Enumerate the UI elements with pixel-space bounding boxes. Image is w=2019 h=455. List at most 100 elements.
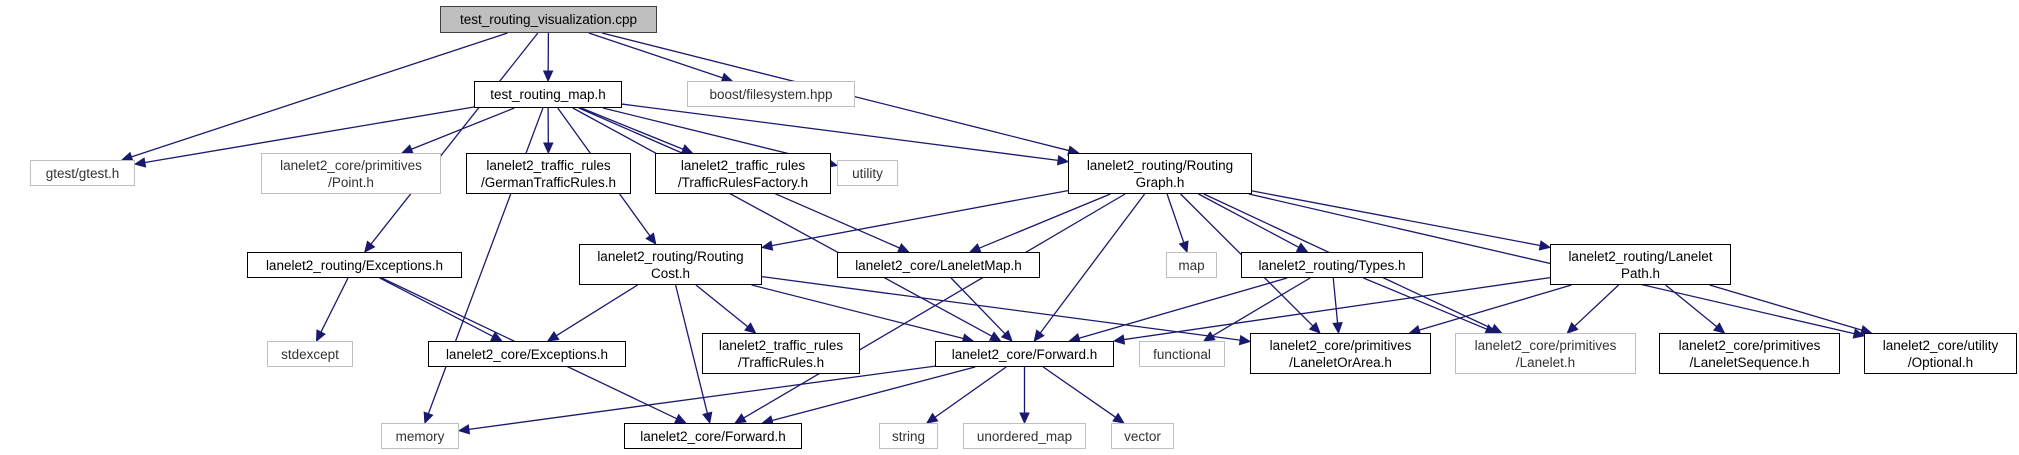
arrowhead-icon <box>423 411 434 425</box>
node-german[interactable]: lanelet2_traffic_rules /GermanTrafficRul… <box>466 153 631 194</box>
node-boost: boost/filesystem.hpp <box>687 81 855 107</box>
arrowhead-icon <box>490 331 503 342</box>
node-gtest: gtest/gtest.h <box>30 160 135 186</box>
edge-lmap-to-fwd <box>950 277 1006 335</box>
node-fwd2[interactable]: lanelet2_core/Forward.h <box>624 423 802 449</box>
edge-lpath-to-lseq <box>1665 284 1718 328</box>
arrowhead-icon <box>1112 334 1126 345</box>
edge-fwd-to-memory <box>468 365 936 431</box>
node-lanelet: lanelet2_core/primitives /Lanelet.h <box>1455 333 1636 374</box>
edge-trm-to-fwd <box>572 107 993 337</box>
node-lmap[interactable]: lanelet2_core/LaneletMap.h <box>837 252 1040 278</box>
node-rg[interactable]: lanelet2_routing/Routing Graph.h <box>1068 153 1252 194</box>
edge-trm-to-gtest <box>144 106 475 164</box>
node-rexc[interactable]: lanelet2_routing/Exceptions.h <box>247 252 462 278</box>
node-types[interactable]: lanelet2_routing/Types.h <box>1241 252 1423 278</box>
node-string: string <box>879 423 938 449</box>
edge-types-to-functional <box>1212 277 1311 337</box>
arrowhead-icon <box>645 232 657 245</box>
edge-rg-to-types <box>1198 193 1300 248</box>
arrowhead-icon <box>315 329 326 343</box>
edge-rg-to-lpath <box>1251 190 1541 247</box>
edge-rcost-to-fwd <box>751 284 964 340</box>
node-stdexcept: stdexcept <box>267 341 353 367</box>
arrowhead-icon <box>1566 321 1579 334</box>
edge-lpath-to-optional <box>1709 284 1862 331</box>
node-optional[interactable]: lanelet2_core/utility /Optional.h <box>1864 333 2017 374</box>
edge-rg-to-map <box>1166 193 1185 243</box>
node-point: lanelet2_core/primitives /Point.h <box>261 153 441 194</box>
node-map: map <box>1166 252 1217 278</box>
arrowhead-icon <box>988 331 1002 342</box>
node-loa[interactable]: lanelet2_core/primitives /LaneletOrArea.… <box>1250 333 1431 374</box>
arrowhead-icon <box>1178 240 1189 254</box>
arrowhead-icon <box>1712 322 1726 334</box>
arrowhead-icon <box>1538 240 1552 251</box>
arrowhead-icon <box>1295 242 1309 253</box>
node-cexc[interactable]: lanelet2_core/Exceptions.h <box>428 341 626 367</box>
arrowhead-icon <box>546 330 560 342</box>
arrowhead-icon <box>133 157 147 168</box>
arrowhead-icon <box>760 240 774 251</box>
node-lseq[interactable]: lanelet2_core/primitives /LaneletSequenc… <box>1659 333 1840 374</box>
arrowhead-icon <box>925 412 939 424</box>
node-vector: vector <box>1111 423 1174 449</box>
node-rcost[interactable]: lanelet2_routing/Routing Cost.h <box>579 244 762 285</box>
edge-fwd-to-string <box>934 366 1007 418</box>
edge-fwd-to-fwd2 <box>771 366 976 422</box>
node-utility: utility <box>837 160 898 186</box>
edge-rexc-to-stdexcept <box>320 277 349 333</box>
arrowhead-icon <box>1852 328 1866 339</box>
arrowhead-icon <box>1202 331 1216 342</box>
edge-types-to-loa <box>1332 277 1339 324</box>
edge-trm-to-point <box>411 107 515 150</box>
arrowhead-icon <box>1308 321 1321 334</box>
arrowhead-icon <box>744 322 757 334</box>
node-trules[interactable]: lanelet2_traffic_rules /TrafficRules.h <box>702 333 860 374</box>
node-trm[interactable]: test_routing_map.h <box>474 81 622 108</box>
edge-rexc-to-cexc <box>379 277 494 337</box>
arrowhead-icon <box>1332 322 1343 335</box>
node-functional: functional <box>1139 341 1225 367</box>
edge-trm-to-rg <box>621 103 1059 161</box>
node-root: test_routing_visualization.cpp <box>440 6 657 33</box>
arrowhead-icon <box>702 411 713 425</box>
edge-lpath-to-loa <box>1419 284 1572 331</box>
arrowhead-icon <box>1238 334 1252 346</box>
edge-rg-to-fwd2 <box>743 193 1126 419</box>
edge-rcost-to-loa <box>761 276 1241 341</box>
edge-rg-to-rcost <box>771 189 1069 247</box>
edge-lpath-to-fwd <box>1123 277 1551 341</box>
node-trf[interactable]: lanelet2_traffic_rules /TrafficRulesFact… <box>655 153 831 194</box>
edge-rcost-to-trules <box>695 284 749 328</box>
arrowhead-icon <box>1056 155 1070 166</box>
edge-rg-to-lmap <box>978 193 1111 249</box>
arrowhead-icon <box>673 413 687 424</box>
arrowhead-icon <box>734 413 747 424</box>
arrowhead-icon <box>457 424 471 435</box>
arrowhead-icon <box>543 142 554 155</box>
edge-lpath-to-lanelet <box>1574 284 1620 327</box>
edge-rcost-to-cexc <box>555 284 638 337</box>
edge-fwd-to-vector <box>1042 366 1116 418</box>
edge-rg-to-fwd <box>1039 193 1146 334</box>
arrowhead-icon <box>896 242 910 253</box>
node-umap: unordered_map <box>963 423 1086 449</box>
arrowhead-icon <box>1019 412 1030 425</box>
node-fwd[interactable]: lanelet2_core/Forward.h <box>935 341 1114 367</box>
arrowhead-icon <box>1033 329 1045 342</box>
arrowhead-icon <box>1000 329 1013 342</box>
arrowhead-icon <box>542 70 554 83</box>
edge-trm-to-trf <box>581 107 684 150</box>
edge-types-to-fwd <box>1078 277 1288 339</box>
edge-root-to-gtest <box>131 32 508 158</box>
edge-rcost-to-fwd2 <box>674 284 709 414</box>
arrowhead-icon <box>1112 412 1125 424</box>
edge-types-to-lanelet <box>1363 277 1488 330</box>
node-lpath[interactable]: lanelet2_routing/Lanelet Path.h <box>1550 244 1731 285</box>
node-memory: memory <box>381 423 459 449</box>
arrowhead-icon <box>364 240 376 253</box>
edge-root-to-rexc <box>370 32 539 245</box>
